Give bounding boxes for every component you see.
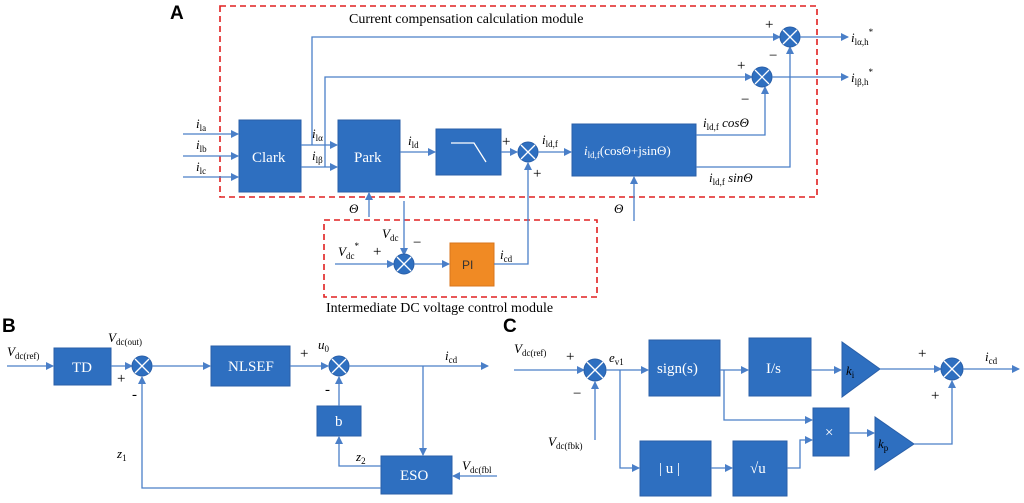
panel-letter-c: C xyxy=(503,316,517,337)
sign-minus-b: - xyxy=(325,382,330,398)
label-vdc-star: Vdc* xyxy=(338,241,359,261)
label-ev1: ev1 xyxy=(609,350,624,367)
sign-plus-vdc: + xyxy=(373,244,381,260)
lowpass-filter-icon xyxy=(451,142,487,163)
b-label: b xyxy=(335,414,343,430)
td-block xyxy=(53,347,112,386)
label-ilb: ilb xyxy=(196,137,207,154)
sign-plus-c: + xyxy=(566,349,574,365)
label-vdc: Vdc xyxy=(382,226,398,243)
sqrt-block xyxy=(732,440,788,497)
integrator-label: I/s xyxy=(766,361,781,377)
summing-junction-dc xyxy=(393,253,415,275)
sqrt-label: √u xyxy=(750,461,766,477)
label-z2: z2 xyxy=(355,449,366,466)
summing-junction-b2 xyxy=(328,355,350,377)
sign-label: sign(s) xyxy=(657,361,698,377)
label-z1: z1 xyxy=(116,446,127,463)
label-icd-c: icd xyxy=(985,349,998,366)
sign-minus-c: − xyxy=(573,386,581,402)
label-vdcref-b: Vdc(ref) xyxy=(7,344,39,361)
sign-plus-ki: + xyxy=(918,346,926,362)
eso-label: ESO xyxy=(400,468,429,484)
gain-ki-block xyxy=(841,341,881,398)
summing-junction-ild xyxy=(517,141,539,163)
dc-module-title: Intermediate DC voltage control module xyxy=(326,301,553,316)
sign-minus-vdc: − xyxy=(413,235,421,251)
summing-junction-b1 xyxy=(131,355,153,377)
sign-plus-td: + xyxy=(117,371,125,387)
label-ila: ila xyxy=(196,116,206,133)
label-out-alpha: ilα,h* xyxy=(851,27,874,47)
sign-plus-beta: + xyxy=(737,58,745,74)
pi-label: PI xyxy=(462,258,473,272)
label-ild: ild xyxy=(408,133,419,150)
sign-minus-alpha: − xyxy=(769,48,777,64)
eso-block xyxy=(380,455,453,495)
label-ilc: ilc xyxy=(196,159,206,176)
summing-junction-c1 xyxy=(583,358,607,382)
td-label: TD xyxy=(72,360,92,376)
label-kp: kp xyxy=(878,436,889,453)
current-module-title: Current compensation calculation module xyxy=(349,12,583,27)
integrator-block xyxy=(748,337,812,397)
label-ildf: ild,f xyxy=(542,132,558,149)
nlsef-block xyxy=(210,345,291,387)
nlsef-label: NLSEF xyxy=(228,359,274,375)
gain-kp-block xyxy=(874,416,915,471)
label-out-beta: ilβ,h* xyxy=(851,67,873,87)
sign-plus-alpha: + xyxy=(765,17,773,33)
clark-block xyxy=(238,119,302,193)
lowpass-filter-block xyxy=(435,128,502,176)
label-ildf-cos: ild,f cosΘ xyxy=(703,115,749,132)
park-block xyxy=(337,119,401,193)
label-vdcfbk: Vdc(fbk) xyxy=(548,434,582,451)
label-vdcfbl: Vdc(fbl xyxy=(462,458,492,475)
sign-block xyxy=(648,339,721,397)
current-module-border xyxy=(219,5,818,198)
panel-letter-b: B xyxy=(2,316,16,337)
sign-plus-icd: + xyxy=(533,166,541,182)
label-ildf-sin: ild,f sinΘ xyxy=(709,170,753,187)
sign-plus-filter: + xyxy=(502,134,510,150)
label-theta-transform: Θ xyxy=(614,201,624,216)
pi-block xyxy=(449,242,495,287)
label-u0: u0 xyxy=(318,337,330,354)
label-icd-b: icd xyxy=(445,348,458,365)
multiply-label: × xyxy=(825,425,833,441)
transform-label: ild,f(cosΘ+jsinΘ) xyxy=(584,143,671,160)
label-ki: ki xyxy=(846,363,855,380)
summing-junction-c2 xyxy=(940,357,964,381)
sign-minus-z1: - xyxy=(132,387,137,403)
label-vdcout: Vdc(out) xyxy=(108,330,142,347)
park-label: Park xyxy=(354,150,382,166)
multiply-block xyxy=(812,407,850,457)
sign-plus-kp: + xyxy=(931,388,939,404)
summing-junction-beta xyxy=(751,66,773,88)
dc-module-border xyxy=(323,219,598,298)
label-theta-park: Θ xyxy=(349,201,359,216)
label-ilalpha: ilα xyxy=(312,126,323,143)
clark-label: Clark xyxy=(252,150,286,166)
transform-block xyxy=(571,123,697,177)
label-icd-a: icd xyxy=(500,247,513,264)
sign-minus-beta: − xyxy=(741,92,749,108)
abs-label: | u | xyxy=(659,461,680,477)
sign-plus-nlsef: + xyxy=(300,346,308,362)
label-vdcref-c: Vdc(ref) xyxy=(514,341,546,358)
summing-junction-alpha xyxy=(779,26,801,48)
panel-letter-a: A xyxy=(170,3,184,24)
label-ilbeta: ilβ xyxy=(312,148,323,165)
b-block xyxy=(316,405,362,437)
